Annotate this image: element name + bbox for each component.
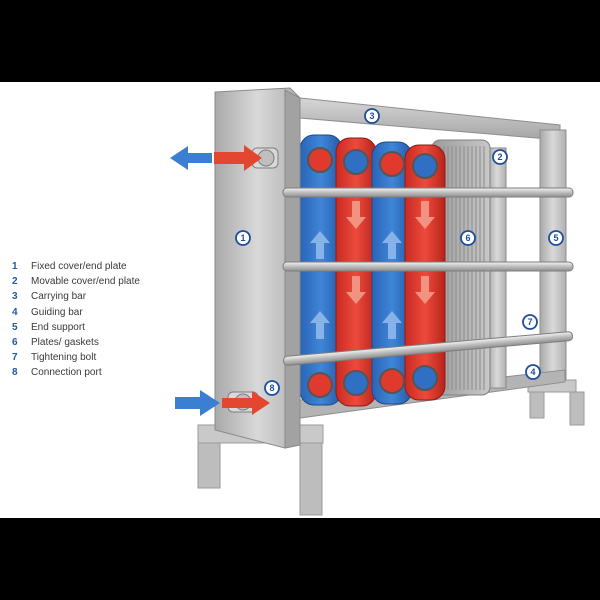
- callout-number: 2: [497, 152, 502, 162]
- legend-item: 7 Tightening bolt: [12, 350, 187, 365]
- callout-connection-port: 8: [264, 380, 280, 396]
- legend-number: 6: [12, 337, 18, 349]
- legend-label: Tightening bolt: [31, 352, 97, 364]
- flow-arrow-down: [415, 201, 435, 229]
- callout-number: 5: [553, 233, 558, 243]
- plate-port: [307, 372, 333, 398]
- plate-port: [412, 365, 438, 391]
- bar-upper: [282, 187, 574, 198]
- plate-port: [379, 368, 405, 394]
- callout-number: 4: [530, 367, 535, 377]
- legend-number: 2: [12, 276, 18, 288]
- flow-arrow-up: [310, 231, 330, 259]
- flow-arrow-down: [415, 276, 435, 304]
- callout-number: 3: [369, 111, 374, 121]
- plate-port: [379, 151, 405, 177]
- arrow-hot-out: [214, 145, 262, 171]
- legend-item: 3 Carrying bar: [12, 289, 187, 304]
- bars: [282, 187, 574, 366]
- flow-arrow-down: [346, 276, 366, 304]
- callout-tightening-bolt: 7: [522, 314, 538, 330]
- legend-label: Carrying bar: [31, 291, 87, 303]
- callout-number: 6: [465, 233, 470, 243]
- legend-label: Movable cover/end plate: [31, 276, 140, 288]
- bar-middle: [282, 261, 574, 272]
- legend-label: Fixed cover/end plate: [31, 261, 127, 273]
- callout-end-support: 5: [548, 230, 564, 246]
- legend-item: 1 Fixed cover/end plate: [12, 259, 187, 274]
- legend-label: End support: [31, 321, 85, 333]
- plate-port: [307, 147, 333, 173]
- callout-movable-cover: 2: [492, 149, 508, 165]
- legend-number: 8: [12, 367, 18, 379]
- flow-arrow-up: [382, 231, 402, 259]
- legend-label: Guiding bar: [31, 306, 83, 318]
- flow-arrow-up: [382, 311, 402, 339]
- plate-hot-2: [404, 144, 446, 401]
- callout-number: 7: [527, 317, 532, 327]
- callout-plates: 6: [460, 230, 476, 246]
- arrow-cold-out: [170, 146, 212, 170]
- legend-number: 7: [12, 352, 18, 364]
- callout-number: 1: [240, 233, 245, 243]
- legend-item: 6 Plates/ gaskets: [12, 335, 187, 350]
- callout-guiding-bar: 4: [525, 364, 541, 380]
- legend: 1 Fixed cover/end plate 2 Movable cover/end…: [12, 259, 187, 381]
- legend-item: 4 Guiding bar: [12, 305, 187, 320]
- plate-port: [343, 370, 369, 396]
- callout-number: 8: [269, 383, 274, 393]
- legend-number: 1: [12, 261, 18, 273]
- plate-port: [412, 153, 438, 179]
- bar-lower: [283, 331, 574, 366]
- callout-carrying-bar: 3: [364, 108, 380, 124]
- arrow-hot-in: [222, 391, 270, 415]
- flow-arrow-down: [346, 201, 366, 229]
- external-flow-arrows: [170, 145, 270, 416]
- legend-label: Connection port: [31, 367, 102, 379]
- legend-label: Plates/ gaskets: [31, 337, 99, 349]
- plate-port: [343, 149, 369, 175]
- legend-item: 8 Connection port: [12, 365, 187, 380]
- legend-number: 3: [12, 291, 18, 303]
- legend-number: 5: [12, 321, 18, 333]
- plate-hot-1: [335, 137, 377, 407]
- arrow-cold-in: [175, 390, 220, 416]
- callouts: 1 2 3 4 5 6 7 8: [235, 108, 564, 396]
- legend-item: 5 End support: [12, 320, 187, 335]
- legend-number: 4: [12, 306, 18, 318]
- flow-arrow-up: [310, 311, 330, 339]
- callout-fixed-cover: 1: [235, 230, 251, 246]
- legend-item: 2 Movable cover/end plate: [12, 274, 187, 289]
